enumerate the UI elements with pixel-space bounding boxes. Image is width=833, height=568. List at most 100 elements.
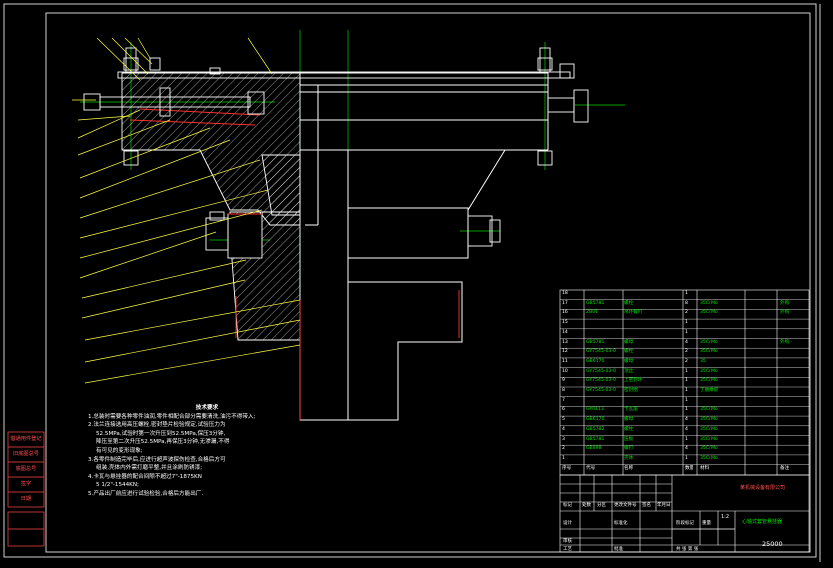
bom-cell-qty: 1 [685,407,688,413]
scale-value: 1:2 [721,514,730,520]
note-line: 组装,壳体内外需打磨平整,并且涂刷防锈漆; [96,465,203,472]
bom-header: 序号代号名称数量材料备注 [560,465,809,473]
bom-cell-no: 18 [562,291,568,296]
note-line: 有可见的变形现象; [96,447,143,454]
tb-weight: 重量 [702,521,711,526]
tb-approve: 批准 [614,547,623,552]
bom-cell-mat: 35CrMo [700,407,718,413]
bom-cell-no: 6 [562,407,565,413]
drawing-number: 25000 [762,540,783,548]
side-label: 日期 [20,496,32,502]
title-block-grid [559,474,810,553]
bom-cell-name: 上密封环 [624,378,643,384]
bom-cell-qty: 4 [685,426,688,432]
tb-sheets: 共 张 第 张 [676,547,699,552]
note-line: 5 1/2"-1544KN; [96,482,139,489]
bom-cell-qty: 1 [685,455,688,461]
bom-cell-name: 顶丝 [624,368,634,374]
bom-cell-code: GY0113 [586,407,604,413]
bom-cell-note: 外购 [780,300,790,306]
bom-cell-no: 13 [562,339,568,345]
bom-header-note: 备注 [780,465,790,471]
bom-cell-name: 压板 [624,436,634,442]
bom-cell-mat: 丁腈橡胶 [700,388,719,393]
tb-change-doc: 更改文件号 [614,503,637,508]
bom-cell-qty: 4 [685,417,688,423]
note-line: 5.产品出厂前应进行试验检验,合格后方能出厂. [88,490,204,497]
body-outline [299,72,549,421]
bom-cell-mat: 35CrMo [700,455,718,461]
housing-section [121,72,301,341]
notes-title: 技术要求 [195,405,219,411]
bom-cell-name: 卡瓦座 [624,407,638,413]
bom-cell-code: GB5782 [586,426,605,432]
leader-lines [72,37,301,384]
bom-cell-mat: 35CrMo [700,368,718,374]
bom-cell-note: 外购 [780,310,790,316]
bom-cell-no: 11 [562,358,568,364]
bom-cell-mat: 35CrMo [700,349,718,355]
bom-cell-name: 螺钉 [624,446,634,452]
bom-cell-mat: 35CrMo [700,339,718,345]
bom-cell-no: 16 [562,310,568,316]
bom-cell-qty: 4 [685,339,688,345]
bom-cell-qty: 1 [685,388,688,393]
bom-cell-mat: 35CrMo [700,436,718,442]
inner-frame [45,12,811,553]
bom-cell-no: 15 [562,320,568,326]
bom-row: 6 GY0113 卡瓦座 1 35CrMo [560,406,809,414]
bom-cell-name: 壳体 [624,455,634,461]
bom-cell-name: 螺栓 [624,349,634,355]
bom-row: 14 1 [560,329,809,337]
right-bolt [547,89,589,123]
bom-cell-code: GB6170 [586,358,605,364]
outer-frame [3,3,817,558]
bom-cell-name: 螺母 [624,358,634,364]
bom-cell-qty: 2 [685,310,688,316]
bom-cell-code: GB5781 [586,339,605,345]
bom-cell-mat: 35CrMo [700,300,718,306]
bom-cell-qty: 1 [685,436,688,442]
bom-cell-mat: 35CrMo [700,417,718,423]
bom-cell-no: 14 [562,329,568,335]
bom-cell-no: 5 [562,417,565,423]
bom-header-code: 代号 [586,465,596,471]
bom-cell-code: ZB01 [586,310,599,316]
tb-stage-mark: 阶段标记 [676,521,694,526]
bom-cell-note: 外购 [780,339,790,345]
note-line: 1.总装时需要各种零件油润,零件相配合部分需要清洗,油污不得带入; [88,413,256,420]
bom-cell-qty: 4 [685,446,688,452]
bom-header-name: 名称 [624,465,634,471]
bom-cell-no: 9 [562,378,565,384]
bom-header-no: 序号 [562,465,572,471]
bom-cell-no: 12 [562,349,568,355]
bom-cell-mat: 35CrMo [700,310,718,316]
bom-cell-mat: 35CrMo [700,378,718,384]
bom-cell-no: 8 [562,388,565,393]
bom-cell-name: 螺母 [624,417,634,423]
tb-zone: 分区 [597,503,606,508]
side-label: 借通用件登记 [10,436,42,442]
bom-cell-qty: 1 [685,329,688,335]
bom-cell-mat: 35CrMo [700,446,718,452]
bom-cell-no: 4 [562,426,565,432]
tb-count: 处数 [582,503,591,508]
bom-cell-qty: 2 [685,349,688,355]
bom-header-mat: 材料 [700,465,710,471]
note-line: 2.法兰连接选用高压螺栓,密封垫片检验规定,试验压力为 [88,422,226,429]
bom-cell-qty: 1 [685,368,688,374]
left-bolt [83,87,265,117]
side-label: 旧底图总号 [13,451,39,457]
side-label: 底图总号 [15,466,37,472]
